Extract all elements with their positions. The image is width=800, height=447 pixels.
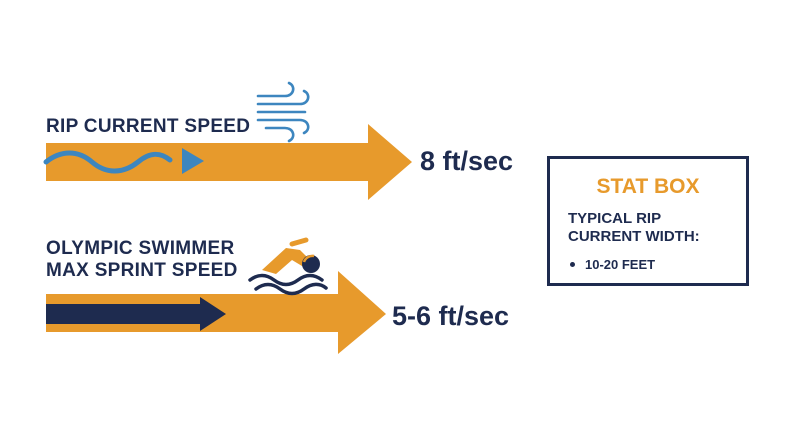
stat-box-heading: TYPICAL RIP CURRENT WIDTH:: [568, 210, 700, 246]
rip-current-arrow: [46, 124, 412, 200]
stat-box: STAT BOX TYPICAL RIP CURRENT WIDTH: 10-2…: [547, 156, 749, 286]
swimmer-label-line-2: MAX SPRINT SPEED: [46, 259, 238, 281]
wind-icon: [256, 81, 310, 143]
stat-box-list: 10-20 FEET: [570, 257, 655, 272]
swimmer-label-line-1: OLYMPIC SWIMMER: [46, 238, 235, 259]
rip-current-speed-value: 8 ft/sec: [420, 146, 514, 176]
swimmer-navy-arrow: [46, 297, 226, 331]
stat-list-item-text: 10-20 FEET: [585, 257, 656, 272]
swimmer-label: OLYMPIC SWIMMER MAX SPRINT SPEED: [46, 238, 238, 282]
stat-box-title: STAT BOX: [596, 175, 700, 198]
rip-current-label: RIP CURRENT SPEED: [46, 116, 251, 137]
stat-list-item: 10-20 FEET: [570, 257, 655, 272]
current-wave-arrowhead: [182, 148, 204, 174]
current-wave-line: [43, 150, 173, 174]
bullet-icon: [570, 262, 575, 268]
stat-heading-line-1: TYPICAL RIP: [568, 210, 662, 227]
swimmer-icon: [248, 237, 328, 296]
stat-heading-line-2: CURRENT WIDTH:: [568, 228, 700, 245]
swimmer-speed-value: 5-6 ft/sec: [392, 301, 510, 331]
